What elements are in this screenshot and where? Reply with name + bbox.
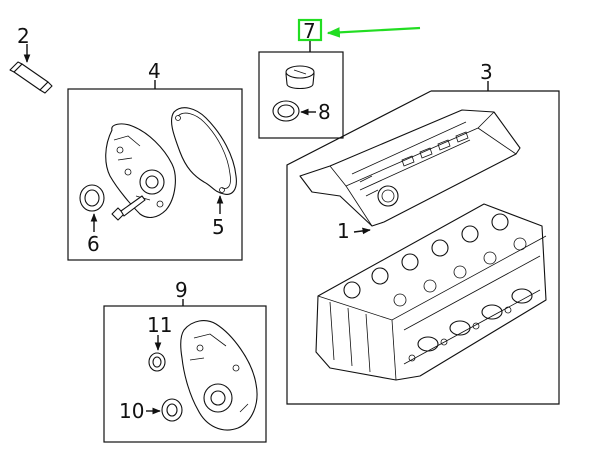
label-4: 4	[148, 59, 161, 83]
label-10: 10	[119, 399, 144, 423]
part-2-sealant-tube[interactable]: 2	[9, 24, 53, 94]
label-3: 3	[480, 60, 493, 84]
label-8: 8	[318, 100, 331, 124]
group-box-7	[258, 51, 344, 139]
part-11-small-seal	[148, 352, 166, 372]
highlight-box-7	[297, 18, 323, 42]
part-9-lower-cover-group[interactable]: 9 11 10	[103, 278, 267, 443]
part-7-oil-filler-cap-group[interactable]: 7 8	[258, 18, 421, 139]
highlight-arrow	[326, 26, 421, 38]
part-4-timing-cover-group[interactable]: 4 5 6	[67, 59, 243, 261]
bolt	[111, 195, 146, 221]
gasket	[171, 107, 237, 195]
group-box-4	[67, 88, 243, 261]
part-6-seal-ring	[79, 184, 105, 212]
lower-timing-cover	[180, 320, 258, 431]
label-1: 1	[337, 219, 350, 243]
label-2: 2	[17, 24, 30, 48]
part-10-seal-ring	[161, 398, 183, 422]
label-7: 7	[303, 19, 316, 43]
label-9: 9	[175, 278, 188, 302]
label-6: 6	[87, 232, 100, 256]
timing-cover	[105, 123, 176, 219]
cylinder-head	[315, 203, 547, 381]
part-3-cylinder-head-group[interactable]: 3 1	[286, 60, 560, 405]
part-1-valve-cover	[299, 109, 521, 227]
label-5: 5	[212, 215, 225, 239]
part-8-cap-seal	[272, 100, 300, 122]
label-11: 11	[147, 313, 172, 337]
group-box-9	[103, 305, 267, 443]
group-box-3	[286, 90, 560, 405]
oil-filler-cap	[285, 65, 315, 90]
